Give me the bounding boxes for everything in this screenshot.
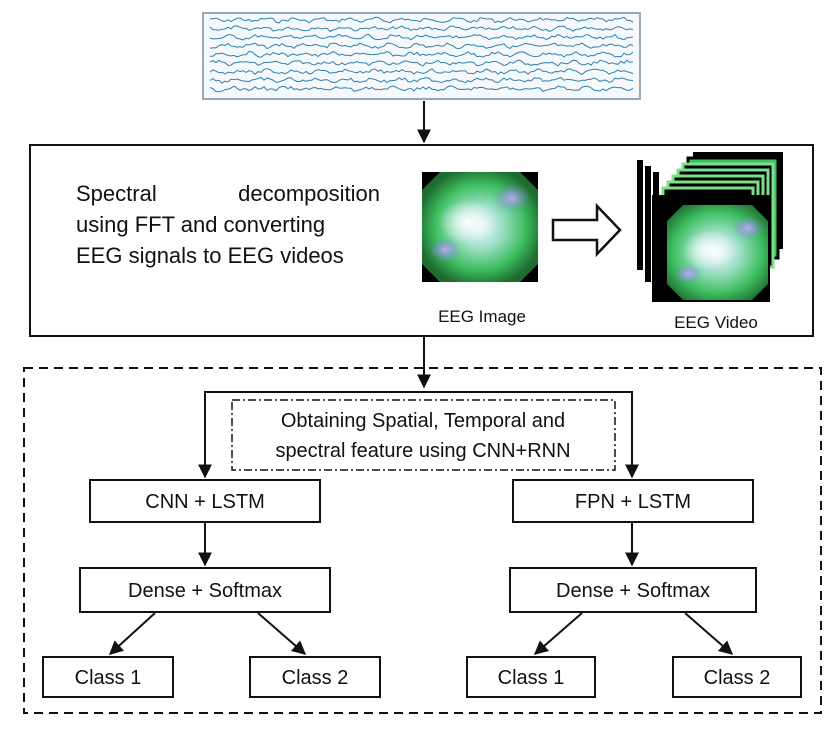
eeg-trace-line <box>209 76 634 84</box>
eeg-trace-line <box>209 16 634 24</box>
eeg-trace-line <box>209 50 634 58</box>
model-container <box>23 367 822 714</box>
arrow-left-dense-to-class2 <box>257 612 307 655</box>
eeg-signal-frame <box>202 12 641 100</box>
feature-text-line-2: spectral feature using CNN+RNN <box>275 440 570 462</box>
decomposition-text-line-2: using FFT and converting <box>76 212 325 237</box>
split-line <box>204 391 633 470</box>
right-dense-softmax-label: Dense + Softmax <box>556 580 710 602</box>
eeg-trace-line <box>209 42 634 50</box>
decomposition-word-1: Spectral <box>76 181 157 206</box>
right-dense-softmax-box <box>509 567 757 613</box>
cnn-lstm-box <box>89 479 321 523</box>
right-class1-box <box>466 656 596 698</box>
eeg-traces <box>209 16 634 93</box>
eeg-trace-line <box>209 25 634 33</box>
eeg-video-caption: EEG Video <box>674 313 758 332</box>
feature-label-box <box>231 399 616 471</box>
feature-text-line-1: Obtaining Spatial, Temporal and <box>281 410 565 432</box>
decomposition-word-2: decomposition <box>238 181 380 206</box>
left-class2-box <box>249 656 381 698</box>
right-class2-box <box>672 656 802 698</box>
right-class2-label: Class 2 <box>704 667 771 689</box>
eeg-video <box>637 152 783 302</box>
arrow-right-dense-to-class1 <box>533 612 583 655</box>
fpn-lstm-label: FPN + LSTM <box>575 491 691 513</box>
decomposition-text-line-1: Spectral decomposition <box>76 181 380 206</box>
eeg-trace-line <box>209 33 634 41</box>
left-class2-label: Class 2 <box>282 667 349 689</box>
left-dense-softmax-label: Dense + Softmax <box>128 580 282 602</box>
cnn-lstm-label: CNN + LSTM <box>145 491 264 513</box>
right-class1-label: Class 1 <box>498 667 565 689</box>
eeg-trace-line <box>209 68 634 76</box>
decomposition-text-line-3: EEG signals to EEG videos <box>76 243 344 268</box>
eeg-image <box>422 172 538 282</box>
image-to-video-arrow <box>551 202 622 258</box>
fpn-lstm-box <box>512 479 754 523</box>
eeg-trace-line <box>209 85 634 93</box>
arrow-left-dense-to-class1 <box>108 612 156 655</box>
left-class1-label: Class 1 <box>75 667 142 689</box>
arrow-right-dense-to-class2 <box>684 612 734 655</box>
eeg-image-caption: EEG Image <box>438 307 526 326</box>
eeg-trace-line <box>209 59 634 67</box>
eeg-signal-panel <box>202 12 641 100</box>
left-dense-softmax-box <box>79 567 331 613</box>
left-class1-box <box>42 656 174 698</box>
